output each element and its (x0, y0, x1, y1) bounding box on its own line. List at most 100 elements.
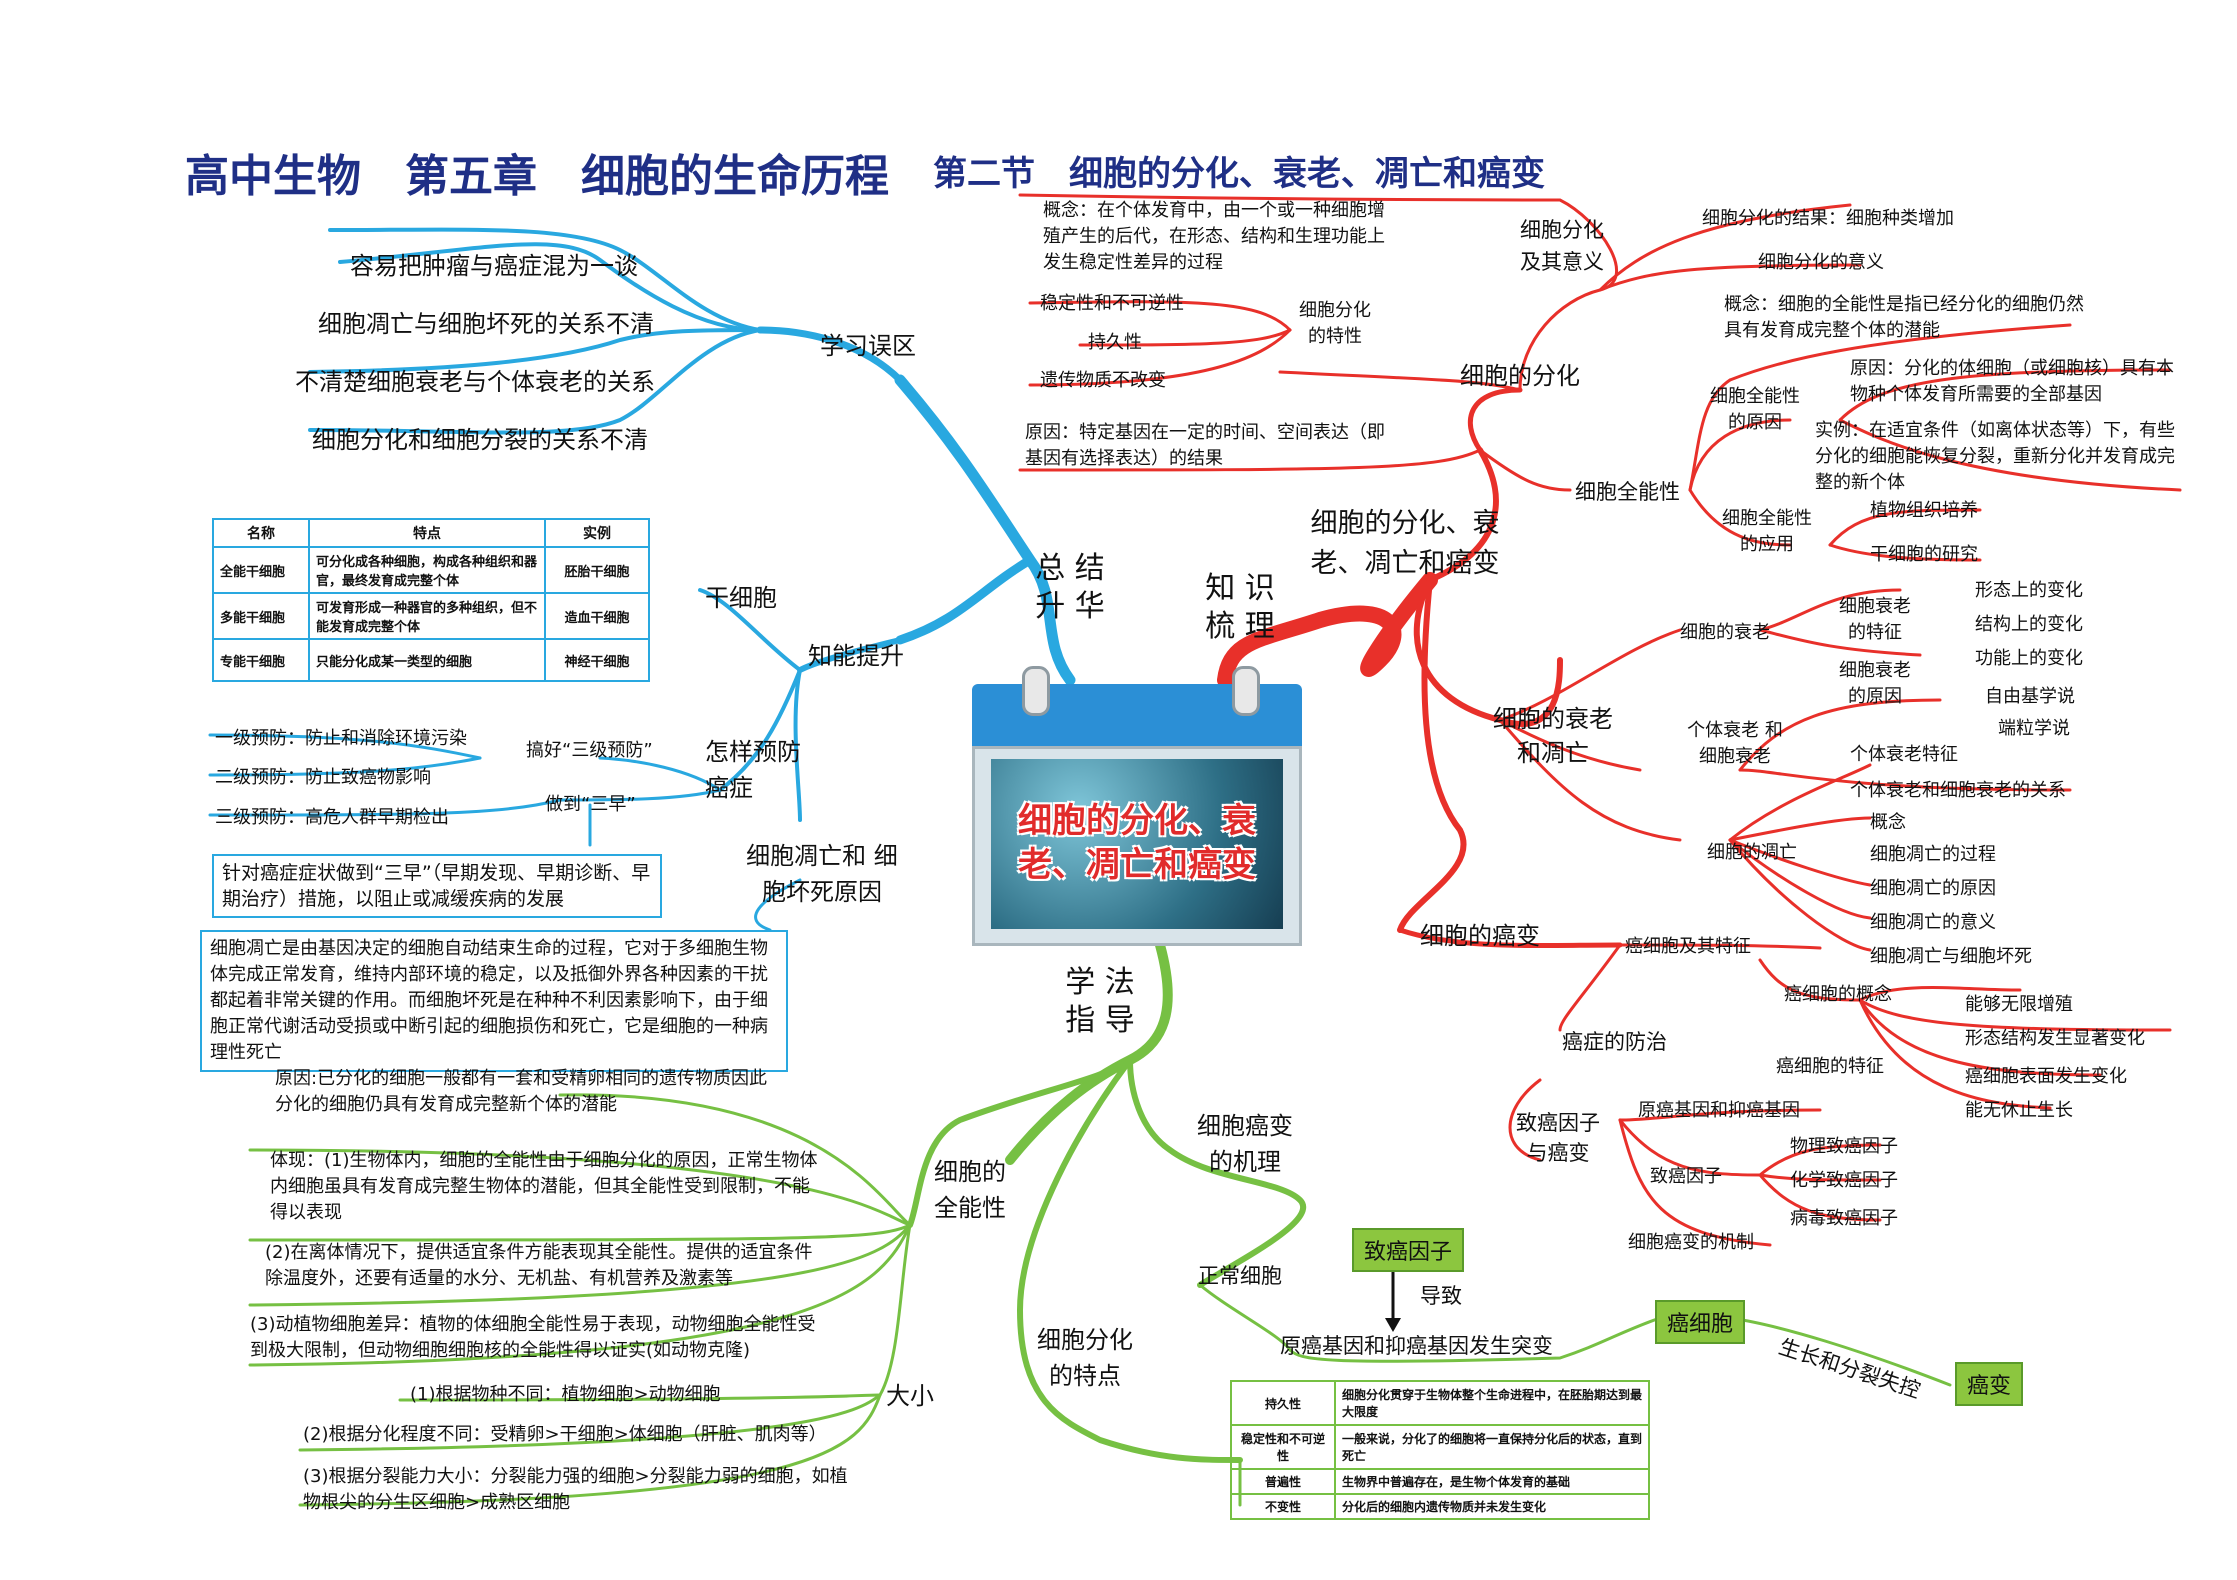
mutation-label: 原癌基因和抑癌基因发生突变 (1280, 1334, 1553, 1358)
cancer-result-box: 癌变 (1955, 1362, 2024, 1406)
hub-summary: 总 结 升 华 (1035, 551, 1105, 624)
traits-label: 细胞分化 的特性 (1299, 300, 1371, 347)
aging-cause: 自由基学说 (1985, 686, 2075, 707)
table-cell: 普遍性 (1230, 1468, 1336, 1495)
method-totipotency-label: 细胞的 全能性 (934, 1158, 1006, 1222)
cancer-prevention: 癌症的防治 (1562, 1030, 1667, 1054)
method-totipotency-item: (3)动植物细胞差异：植物的体细胞全能性易于表现，动物细胞全能性受到极大限制，但… (250, 1314, 816, 1361)
totipotency-app-label: 细胞全能性 的应用 (1722, 508, 1812, 555)
cell-image: 细胞的分化、衰老、凋亡和癌变 (991, 759, 1283, 929)
apoptosis-box: 细胞凋亡是由基因决定的细胞自动结束生命的过程，它对于多细胞生物体完成正常发育，维… (200, 930, 788, 1072)
table-cell: 可发育形成一种器官的多种组织，但不能发育成完整个体 (308, 592, 546, 640)
cancer-features-label: 癌细胞的特征 (1776, 1056, 1884, 1077)
mistake-item: 不清楚细胞衰老与个体衰老的关系 (295, 368, 655, 396)
differentiation-significance: 细胞分化的意义 (1758, 252, 1884, 273)
totipotency-label: 细胞全能性 (1575, 480, 1680, 504)
three-early-label: 做到“三早” (545, 794, 636, 815)
totipotency-reason-label: 细胞全能性 的原因 (1710, 386, 1800, 433)
size-item: (3)根据分裂能力大小：分裂能力强的细胞>分裂能力弱的细胞，如植物根尖的分生区细… (303, 1466, 848, 1513)
stem-cell-table: 名称 特点 实例 全能干细胞 可分化成各种细胞，构成各种组织和器官，最终发育成完… (212, 518, 650, 682)
calendar-body: 细胞的分化、衰老、凋亡和癌变 (972, 746, 1302, 946)
apoptosis-item: 细胞凋亡的原因 (1870, 878, 1996, 899)
table-cell: 全能干细胞 (212, 546, 310, 594)
mistake-item: 细胞分化和细胞分裂的关系不清 (312, 426, 648, 454)
cancer-feature: 形态结构发生显著变化 (1965, 1028, 2145, 1049)
ring-icon (1022, 666, 1050, 716)
table-cell: 生物界中普遍存在，是生物个体发育的基础 (1334, 1468, 1650, 1495)
method-totipotency-item: (2)在离体情况下，提供适宜条件方能表现其全能性。提供的适宜条件除温度外，还要有… (265, 1242, 813, 1289)
table-cell: 专能干细胞 (212, 638, 310, 682)
center-topic: 细胞的分化、衰老、凋亡和癌变 (1018, 801, 1256, 885)
features-label: 细胞分化 的特点 (1037, 1326, 1133, 1390)
three-early-box: 针对癌症症状做到“三早”（早期发现、早期诊断、早期治疗）措施，以阻止或减缓疾病的… (212, 854, 662, 918)
size-item: (2)根据分化程度不同：受精卵>干细胞>体细胞（肝脏、肌肉等） (303, 1424, 827, 1445)
totipotency-app: 干细胞的研究 (1870, 544, 1978, 565)
cell-aging-label: 细胞的衰老 (1680, 622, 1770, 643)
carcinogens-label: 致癌因子 (1650, 1166, 1722, 1187)
apoptosis-item: 细胞凋亡与细胞坏死 (1870, 946, 2032, 967)
totipotency-concept: 概念：细胞的全能性是指已经分化的细胞仍然具有发育成完整个体的潜能 (1724, 294, 2084, 341)
trait-item: 遗传物质不改变 (1040, 370, 1166, 391)
cancer-mechanism: 细胞癌变的机制 (1628, 1232, 1754, 1253)
totipotency-app: 植物组织培养 (1870, 500, 1978, 521)
prevent-level: 二级预防：防止致癌物影响 (215, 767, 431, 788)
table-cell: 可分化成各种细胞，构成各种组织和器官，最终发育成完整个体 (308, 546, 546, 594)
hub-knowledge: 知 识 梳 理 (1205, 571, 1275, 644)
differentiation-result: 细胞分化的结果：细胞种类增加 (1702, 208, 1954, 229)
stem-cell-label: 干细胞 (705, 584, 777, 612)
apoptosis-item: 细胞凋亡的意义 (1870, 912, 1996, 933)
mistake-item: 细胞凋亡与细胞坏死的关系不清 (318, 310, 654, 338)
table-header: 名称 (212, 518, 310, 548)
aging-feature: 功能上的变化 (1975, 648, 2083, 669)
features-table: 持久性 细胞分化贯穿于生物体整个生命进程中，在胚胎期达到最大限度 稳定性和不可逆… (1230, 1380, 1650, 1520)
cancer-concept: 癌细胞的概念 (1784, 984, 1892, 1005)
leads-to-label: 导致 (1420, 1284, 1462, 1308)
page-subtitle: 第二节 细胞的分化、衰老、凋亡和癌变 (933, 154, 1545, 194)
carcinogen-item: 化学致癌因子 (1790, 1170, 1898, 1191)
aging-features-label: 细胞衰老 的特征 (1839, 596, 1911, 643)
ability-label: 知能提升 (808, 642, 904, 670)
knowledge-main: 细胞的分化、衰 老、凋亡和癌变 (1310, 508, 1500, 579)
meaning-label: 细胞分化 及其意义 (1520, 218, 1604, 274)
cancer-feature: 癌细胞表面发生变化 (1965, 1066, 2127, 1087)
table-cell: 只能分化成某一类型的细胞 (308, 638, 546, 682)
cancer-feature: 能无休止生长 (1965, 1100, 2073, 1121)
prevent-level: 一级预防：防止和消除环境污染 (215, 728, 467, 749)
normal-cell-label: 正常细胞 (1198, 1264, 1282, 1288)
individual-aging-label: 个体衰老 和细胞衰老 (1687, 720, 1783, 767)
differentiation-label: 细胞的分化 (1460, 362, 1580, 390)
cancer-cell-box: 癌细胞 (1655, 1300, 1746, 1344)
table-cell: 分化后的细胞内遗传物质并未发生变化 (1334, 1493, 1650, 1520)
prevent-cancer-label: 怎样预防 癌症 (705, 738, 801, 802)
prevent-level: 三级预防：高危人群早期检出 (215, 807, 449, 828)
center-calendar: 细胞的分化、衰老、凋亡和癌变 (972, 666, 1302, 949)
trait-item: 持久性 (1088, 332, 1142, 353)
cancer-feature: 能够无限增殖 (1965, 994, 2073, 1015)
table-header: 特点 (308, 518, 546, 548)
aging-feature: 形态上的变化 (1975, 580, 2083, 601)
individual-aging-item: 个体衰老特征 (1850, 744, 1958, 765)
differentiation-concept: 概念：在个体发育中，由一个或一种细胞增殖产生的后代，在形态、结构和生理功能上发生… (1043, 200, 1385, 273)
oncogene-label: 原癌基因和抑癌基因 (1638, 1100, 1800, 1121)
page-title: 高中生物 第五章 细胞的生命历程 (185, 151, 889, 202)
trait-item: 稳定性和不可逆性 (1040, 293, 1184, 314)
ring-icon (1232, 666, 1260, 716)
apoptosis-item: 概念 (1870, 812, 1906, 833)
table-cell: 神经干细胞 (544, 638, 650, 682)
three-prevent-label: 搞好“三级预防” (526, 740, 653, 761)
individual-aging-item: 个体衰老和细胞衰老的关系 (1850, 780, 2066, 801)
table-header: 实例 (544, 518, 650, 548)
carcinogen-box: 致癌因子 (1352, 1228, 1465, 1272)
apoptosis-item: 细胞凋亡的过程 (1870, 844, 1996, 865)
differentiation-cause: 原因：特定基因在一定的时间、空间表达（即基因有选择表达）的结果 (1025, 422, 1385, 469)
hub-method: 学 法 指 导 (1065, 965, 1135, 1038)
table-cell: 细胞分化贯穿于生物体整个生命进程中，在胚胎期达到最大限度 (1334, 1380, 1650, 1426)
mistakes-label: 学习误区 (820, 332, 916, 360)
apoptosis-label: 细胞的凋亡 (1707, 842, 1797, 863)
method-totipotency-item: 原因:已分化的细胞一般都有一套和受精卵相同的遗传物质因此 分化的细胞仍具有发育成… (275, 1068, 768, 1115)
totipotency-example: 实例：在适宜条件（如离体状态等）下，有些分化的细胞能恢复分裂，重新分化并发育成完… (1815, 420, 2175, 493)
table-cell: 持久性 (1230, 1380, 1336, 1426)
method-totipotency-item: 体现：(1)生物体内，细胞的全能性由于细胞分化的原因，正常生物体内细胞虽具有发育… (270, 1150, 818, 1223)
table-cell: 不变性 (1230, 1493, 1336, 1520)
aging-feature: 结构上的变化 (1975, 614, 2083, 635)
